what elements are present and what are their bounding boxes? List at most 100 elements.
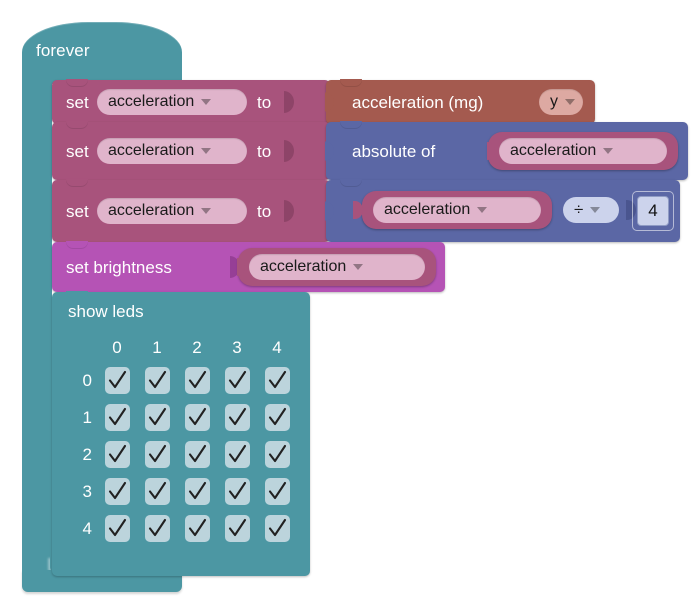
led-checkbox-4-2[interactable] <box>184 515 210 542</box>
variable-name-2: acceleration <box>108 142 195 159</box>
led-checkbox-1-4[interactable] <box>264 404 290 431</box>
led-checkbox-2-0[interactable] <box>104 441 130 468</box>
led-checkbox-2-1[interactable] <box>144 441 170 468</box>
check-icon <box>148 370 166 389</box>
check-icon <box>228 370 246 389</box>
variable-dropdown-3[interactable]: acceleration <box>97 198 247 224</box>
led-cell-4-2[interactable] <box>177 510 217 547</box>
variable-reporter-brightness[interactable]: acceleration <box>237 248 436 286</box>
operator-dropdown[interactable]: ÷ <box>563 197 619 223</box>
chevron-down-icon <box>201 148 212 154</box>
led-cell-3-0[interactable] <box>97 473 137 510</box>
led-cell-3-4[interactable] <box>257 473 297 510</box>
input-notch-icon <box>325 141 334 161</box>
block-set-variable-1[interactable]: set acceleration to <box>52 79 330 130</box>
led-cell-4-3[interactable] <box>217 510 257 547</box>
led-cell-2-3[interactable] <box>217 436 257 473</box>
led-cell-1-1[interactable] <box>137 399 177 436</box>
led-cell-4-1[interactable] <box>137 510 177 547</box>
led-cell-2-4[interactable] <box>257 436 297 473</box>
led-cell-2-2[interactable] <box>177 436 217 473</box>
led-cell-4-0[interactable] <box>97 510 137 547</box>
led-checkbox-1-0[interactable] <box>104 404 130 431</box>
led-col-header-0: 0 <box>112 338 122 357</box>
variable-dropdown-1[interactable]: acceleration <box>97 89 247 115</box>
variable-reporter-absolute[interactable]: acceleration <box>487 132 678 170</box>
led-col-header-4: 4 <box>272 338 282 357</box>
variable-dropdown-2[interactable]: acceleration <box>97 138 247 164</box>
led-checkbox-0-4[interactable] <box>264 367 290 394</box>
led-cell-2-1[interactable] <box>137 436 177 473</box>
led-cell-0-3[interactable] <box>217 362 257 399</box>
block-acceleration-mg[interactable]: acceleration (mg) y <box>325 79 595 130</box>
led-checkbox-0-1[interactable] <box>144 367 170 394</box>
check-icon <box>108 370 126 389</box>
led-col-header-2: 2 <box>192 338 202 357</box>
number-input-notch-icon <box>626 200 636 220</box>
led-checkbox-3-0[interactable] <box>104 478 130 505</box>
check-icon <box>268 481 286 500</box>
led-cell-3-1[interactable] <box>137 473 177 510</box>
block-division[interactable]: acceleration ÷ 4 <box>325 179 680 248</box>
led-col-header-1: 1 <box>152 338 162 357</box>
led-checkbox-3-1[interactable] <box>144 478 170 505</box>
led-cell-0-4[interactable] <box>257 362 297 399</box>
led-checkbox-4-1[interactable] <box>144 515 170 542</box>
led-cell-3-2[interactable] <box>177 473 217 510</box>
to-keyword-3: to <box>257 202 272 221</box>
variable-dropdown-brightness[interactable]: acceleration <box>249 254 425 280</box>
led-checkbox-3-4[interactable] <box>264 478 290 505</box>
led-row-header-0: 0 <box>82 370 92 390</box>
led-row: 1 <box>68 399 297 436</box>
led-checkbox-1-1[interactable] <box>144 404 170 431</box>
check-icon <box>188 444 206 463</box>
led-checkbox-2-3[interactable] <box>224 441 250 468</box>
input-notch-icon <box>237 258 245 276</box>
led-cell-0-1[interactable] <box>137 362 177 399</box>
led-cell-1-0[interactable] <box>97 399 137 436</box>
led-checkbox-2-4[interactable] <box>264 441 290 468</box>
block-set-variable-2[interactable]: set acceleration to <box>52 121 330 186</box>
led-cell-4-4[interactable] <box>257 510 297 547</box>
led-checkbox-1-2[interactable] <box>184 404 210 431</box>
led-checkbox-3-2[interactable] <box>184 478 210 505</box>
check-icon <box>108 518 126 537</box>
check-icon <box>188 481 206 500</box>
block-set-brightness[interactable]: set brightness acceleration <box>52 241 445 298</box>
forever-header[interactable] <box>22 22 182 84</box>
led-checkbox-4-3[interactable] <box>224 515 250 542</box>
led-cell-1-4[interactable] <box>257 399 297 436</box>
block-set-variable-3[interactable]: set acceleration to <box>52 179 330 248</box>
axis-dropdown[interactable]: y <box>539 89 583 115</box>
check-icon <box>188 370 206 389</box>
led-checkbox-2-2[interactable] <box>184 441 210 468</box>
led-cell-3-3[interactable] <box>217 473 257 510</box>
led-checkbox-1-3[interactable] <box>224 404 250 431</box>
number-input[interactable]: 4 <box>637 196 669 226</box>
led-cell-2-0[interactable] <box>97 436 137 473</box>
set-keyword-2: set <box>66 142 89 161</box>
led-row-header-4: 4 <box>82 518 92 538</box>
variable-reporter-dividend[interactable]: acceleration <box>353 191 552 229</box>
led-cell-0-0[interactable] <box>97 362 137 399</box>
led-cell-0-2[interactable] <box>177 362 217 399</box>
led-checkbox-3-3[interactable] <box>224 478 250 505</box>
led-checkbox-0-0[interactable] <box>104 367 130 394</box>
led-cell-1-3[interactable] <box>217 399 257 436</box>
led-checkbox-4-0[interactable] <box>104 515 130 542</box>
check-icon <box>148 407 166 426</box>
led-checkbox-4-4[interactable] <box>264 515 290 542</box>
block-absolute-of[interactable]: absolute of acceleration <box>325 121 688 186</box>
check-icon <box>108 481 126 500</box>
variable-dropdown-dividend[interactable]: acceleration <box>373 197 541 223</box>
led-row-header-2: 2 <box>82 444 92 464</box>
led-checkbox-0-3[interactable] <box>224 367 250 394</box>
show-leds-label: show leds <box>68 302 144 321</box>
led-cell-1-2[interactable] <box>177 399 217 436</box>
check-icon <box>228 444 246 463</box>
variable-dropdown-absolute[interactable]: acceleration <box>499 138 667 164</box>
led-checkbox-0-2[interactable] <box>184 367 210 394</box>
